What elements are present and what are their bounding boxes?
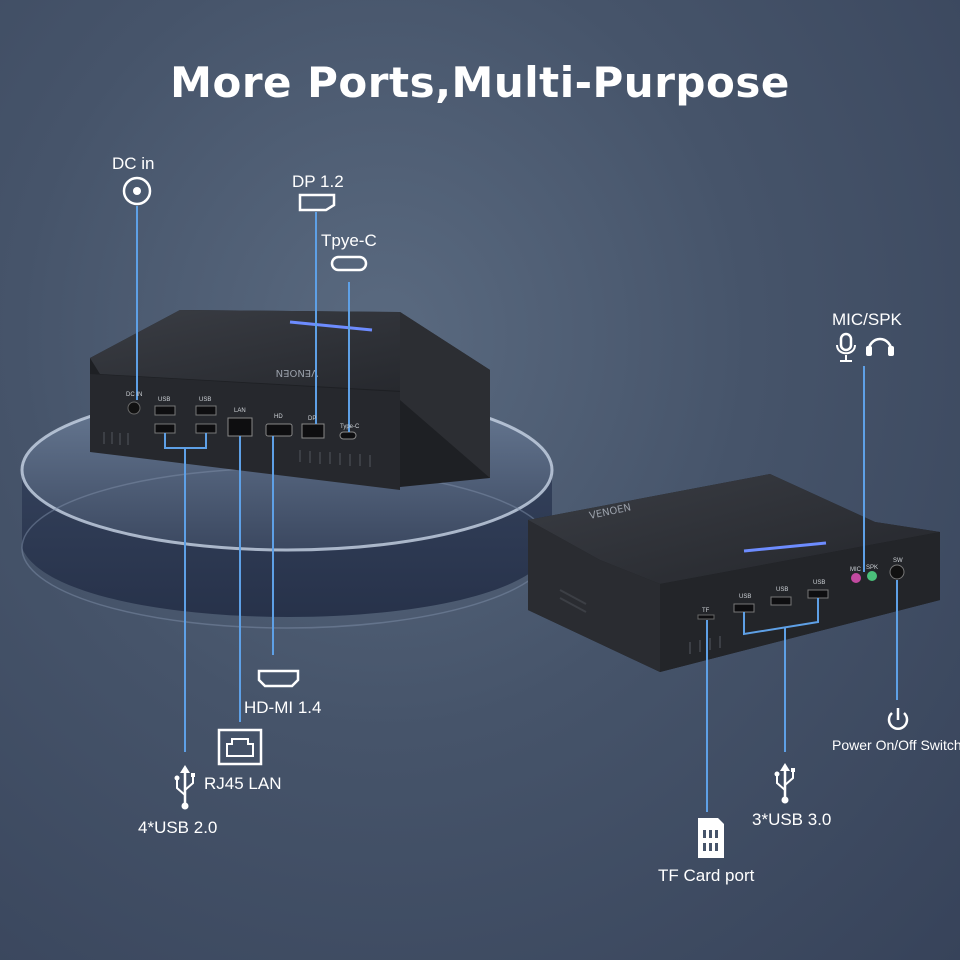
device-label-usb: USB <box>813 580 826 586</box>
device-label-usb: USB <box>158 397 171 403</box>
device-label-usb: USB <box>739 594 752 600</box>
label-rj45: RJ45 LAN <box>204 774 282 793</box>
label-usb2: 4*USB 2.0 <box>138 818 218 837</box>
mini-pc-front: VENOEN <box>528 474 940 672</box>
displayport-icon <box>298 193 336 212</box>
device-label-usb: USB <box>776 587 789 593</box>
label-tf: TF Card port <box>658 866 755 885</box>
sd-card-icon <box>698 818 724 858</box>
device-label-spk: SPK <box>866 565 879 571</box>
label-dc-in: DC in <box>112 154 155 173</box>
rj45-icon <box>217 728 263 766</box>
device-label-lan: LAN <box>234 408 246 414</box>
usb-c-icon <box>330 255 368 272</box>
device-label-hd: HD <box>274 414 283 420</box>
label-typec: Tpye-C <box>321 231 377 250</box>
label-mic-spk: MIC/SPK <box>832 310 902 329</box>
label-hdmi: HD-MI 1.4 <box>244 698 322 717</box>
leader-lines-left <box>136 206 350 752</box>
device-label-typec: Type-C <box>340 424 360 430</box>
power-icon <box>887 708 909 730</box>
device-label-dcin: DC IN <box>126 392 143 398</box>
label-dp: DP 1.2 <box>292 172 344 191</box>
mini-pc-rear: VENOEN <box>90 310 490 490</box>
label-power: Power On/Off Switch <box>832 737 960 753</box>
dc-jack-icon <box>122 176 152 206</box>
microphone-icon <box>836 332 856 362</box>
usb-icon <box>774 763 795 804</box>
page-title: More Ports,Multi-Purpose <box>170 58 790 107</box>
device-label-dp: DP <box>308 416 317 422</box>
hdmi-icon <box>257 669 300 688</box>
device-label-usb: USB <box>199 397 212 403</box>
device-label-tf: TF <box>702 608 710 614</box>
device-label-sw: SW <box>893 558 903 564</box>
headphones-icon <box>866 337 894 356</box>
label-usb3: 3*USB 3.0 <box>752 810 832 829</box>
device-label-mic: MIC <box>850 567 861 573</box>
svg-text:VENOEN: VENOEN <box>276 367 318 378</box>
usb-icon <box>174 765 195 810</box>
leader-lines-right <box>706 366 898 812</box>
